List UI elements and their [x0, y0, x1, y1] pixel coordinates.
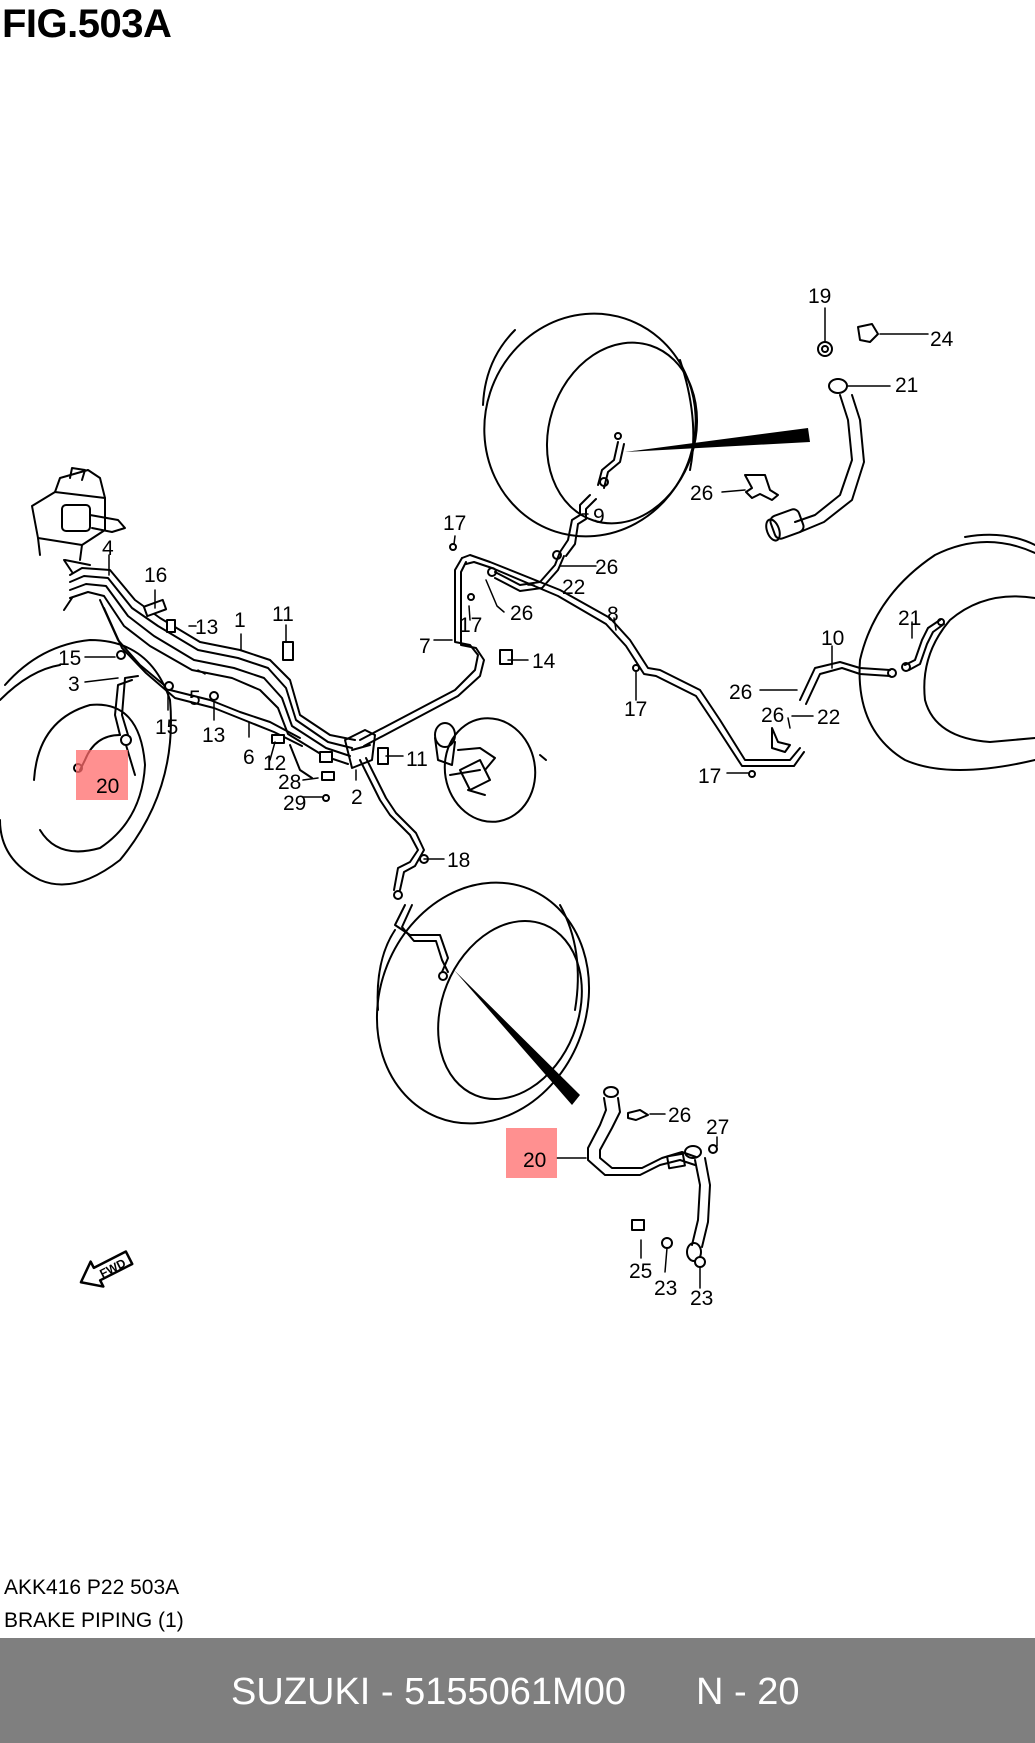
- callout-label: 27: [706, 1116, 729, 1139]
- callout-label: 13: [202, 724, 225, 747]
- callout-label: 21: [895, 374, 918, 397]
- callout-label: 26: [761, 704, 784, 727]
- highlight-20-front-left: 20: [76, 750, 128, 800]
- callout-label: 23: [690, 1287, 713, 1310]
- callout-label: 10: [821, 627, 844, 650]
- callout-label: 24: [930, 328, 954, 351]
- callout-label: 17: [459, 614, 482, 637]
- brake-booster: [434, 717, 547, 823]
- fasteners: [116, 323, 879, 1268]
- callout-labels: 19 24 21 26 9 17 26 22 26 17 8 7 14 17 2…: [58, 285, 954, 1310]
- diagram-description: BRAKE PIPING (1): [4, 1609, 184, 1632]
- wheel-rear-left: [375, 881, 591, 1125]
- highlight-label: 20: [96, 775, 119, 798]
- callout-label: 6: [243, 746, 255, 769]
- callout-label: 23: [654, 1277, 677, 1300]
- flex-hose-21-front-right: [765, 378, 865, 542]
- reference-number: N - 20: [696, 1671, 800, 1713]
- callout-label: 28: [278, 771, 301, 794]
- callout-label: 11: [272, 603, 294, 626]
- callout-label: 17: [698, 765, 721, 788]
- abs-hydraulic-unit: [31, 467, 126, 566]
- brake-pipe-bundle: [63, 559, 356, 779]
- callout-label: 15: [58, 647, 81, 670]
- pipe-to-front-left: [114, 675, 139, 736]
- hose-rear-left-upper: [394, 904, 449, 981]
- callout-label: 19: [808, 285, 831, 308]
- callout-label: 22: [562, 576, 585, 599]
- highlight-20-rear-left: 20: [506, 1128, 557, 1178]
- bracket-26-front-right: [744, 474, 779, 501]
- highlight-label: 20: [523, 1149, 546, 1172]
- callout-label: 29: [283, 792, 306, 815]
- callout-label: 4: [102, 537, 114, 560]
- callout-label: 8: [607, 603, 619, 626]
- diagram-code: AKK416 P22 503A: [4, 1576, 180, 1599]
- fwd-arrow-icon: FWD: [79, 1250, 134, 1288]
- footer-bar: SUZUKI - 5155061M00 N - 20: [0, 1638, 1035, 1743]
- callout-label: 7: [419, 635, 431, 658]
- highlight-box: [506, 1128, 557, 1178]
- pointer-wedge-rear-left: [454, 970, 580, 1105]
- pipe-9: [559, 432, 625, 557]
- callout-label: 2: [351, 786, 363, 809]
- figure-title: FIG.503A: [2, 2, 172, 46]
- part-number: SUZUKI - 5155061M00: [231, 1671, 626, 1713]
- callout-label: 21: [898, 607, 921, 630]
- callout-label: 26: [690, 482, 713, 505]
- pipe-to-rear-left: [359, 757, 425, 900]
- brake-piping-diagram: FWD 20 20 19 24 21 26 9 17 26 22 26 17 8…: [0, 285, 1035, 1310]
- wheel-front-left: [0, 639, 172, 886]
- pipe-7: [359, 557, 485, 747]
- bracket-26-rear-left: [627, 1109, 649, 1121]
- wheel-front-right: [482, 312, 699, 538]
- junction-block: [344, 729, 376, 769]
- callout-label: 26: [729, 681, 752, 704]
- callout-label: 1: [234, 609, 246, 632]
- callout-label: 26: [510, 602, 533, 625]
- callout-label: 16: [144, 564, 167, 587]
- wheel-rear-right: [858, 533, 1035, 771]
- callout-label: 3: [68, 673, 80, 696]
- highlight-box: [76, 750, 128, 800]
- bracket-26-rear-right: [771, 727, 791, 753]
- flex-hose-20-rear-left: [587, 1086, 711, 1262]
- callout-label: 13: [195, 616, 218, 639]
- callout-label: 26: [595, 556, 618, 579]
- callout-label: 14: [532, 650, 556, 673]
- callout-label: 11: [406, 748, 428, 771]
- callout-label: 26: [668, 1104, 691, 1127]
- hose-10-rear-right: [799, 618, 945, 705]
- callout-label: 22: [817, 706, 840, 729]
- callout-label: 25: [629, 1260, 652, 1283]
- callout-label: 5: [189, 687, 201, 710]
- callout-label: 9: [593, 505, 605, 528]
- callout-label: 18: [447, 849, 470, 872]
- callout-label: 15: [155, 716, 178, 739]
- callout-label: 17: [443, 512, 466, 535]
- leader-lines: [84, 307, 929, 1289]
- callout-label: 12: [263, 752, 286, 775]
- pointer-wedge-front-right: [625, 428, 810, 452]
- callout-label: 17: [624, 698, 647, 721]
